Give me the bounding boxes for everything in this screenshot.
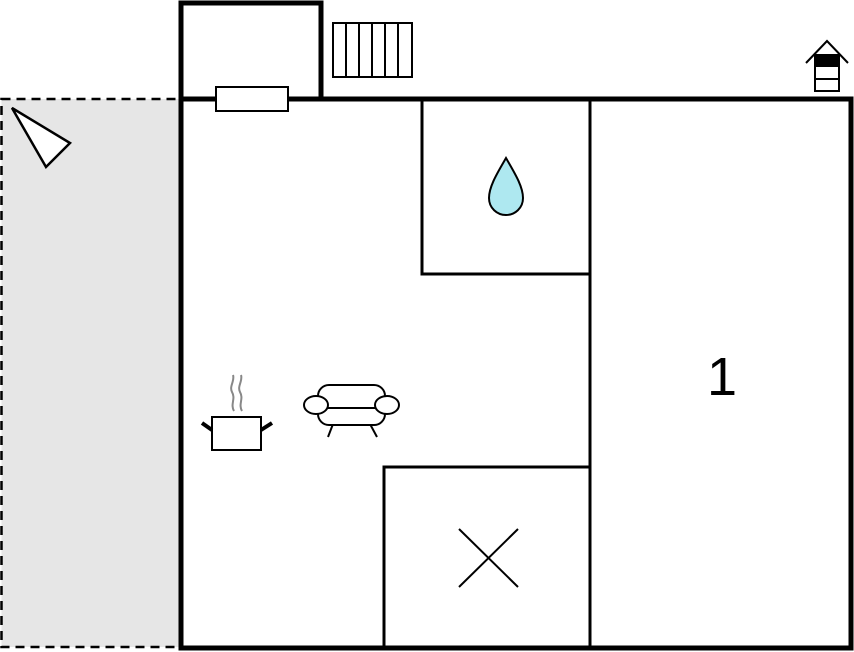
house-entrance-icon xyxy=(805,39,849,92)
outer-walls xyxy=(178,0,854,651)
cross-icon xyxy=(458,528,519,588)
interior-walls xyxy=(382,99,592,648)
compass-icon xyxy=(10,106,73,170)
cooking-pot-icon xyxy=(200,374,274,451)
terrace-area xyxy=(0,97,183,649)
room-label-bedroom: 1 xyxy=(707,347,737,407)
water-drop-icon xyxy=(487,155,525,217)
stairs-icon xyxy=(332,22,413,78)
sofa-icon xyxy=(303,384,400,438)
window-icon xyxy=(215,86,289,112)
